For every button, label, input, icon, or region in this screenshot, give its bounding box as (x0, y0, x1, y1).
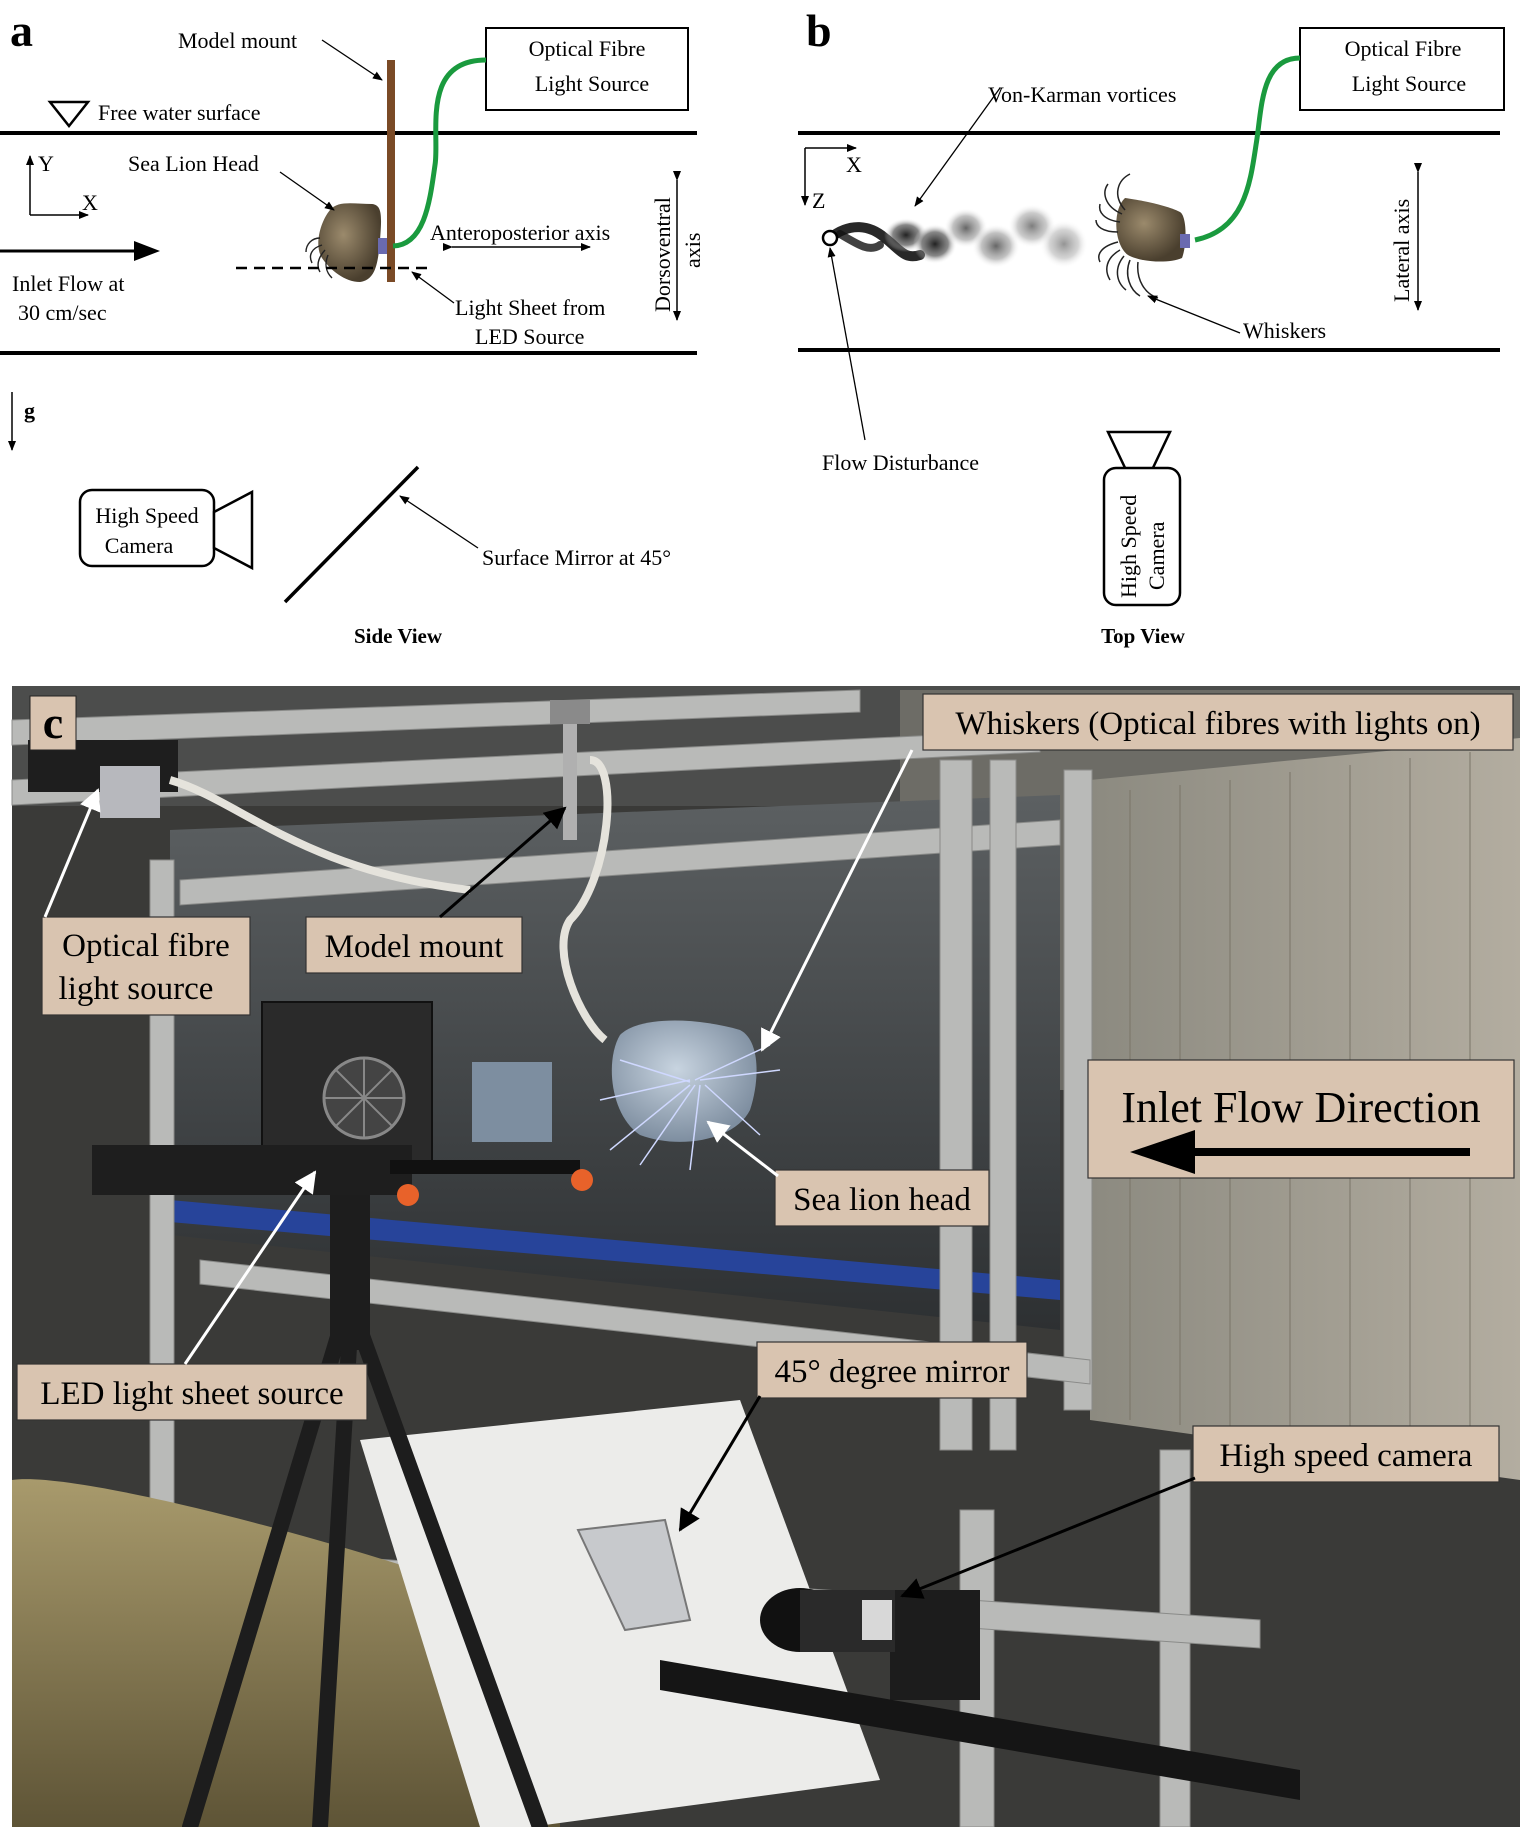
led-photo-label-box (16, 1363, 368, 1421)
x-axis-label: X (82, 190, 98, 215)
model-mount-arrow (321, 39, 383, 81)
inlet-flow-direction-arrowhead (1130, 1130, 1195, 1174)
sea-lion-head-sketch (318, 203, 382, 282)
photo-fibre-cable (168, 776, 471, 894)
vortices-arrow (914, 87, 1001, 207)
mirror-photo-label: 45° degree mirror (775, 1354, 1010, 1390)
y-axis-label: Y (38, 151, 54, 176)
lateral-axis-label: Lateral axis (1389, 199, 1414, 302)
panel-c-photo: c Whiskers (Optical fibres with lights o… (11, 686, 1520, 1827)
head-top-fibre-port (1180, 234, 1190, 248)
camera-photo-arrow (900, 1476, 1196, 1599)
light-source-top-label-2: Light Source (1352, 71, 1466, 96)
surface-mirror-label: Surface Mirror at 45° (482, 545, 671, 570)
led-photo-label: LED light sheet source (40, 1376, 343, 1412)
fibre-source-photo-label-2: light source (59, 971, 214, 1007)
free-surface-triangle-icon (47, 100, 91, 129)
camera-top-label-2: Camera (1144, 521, 1169, 590)
inlet-flow-label-1: Inlet Flow at (12, 271, 124, 296)
fibre-source-photo-label-box (41, 916, 251, 1016)
light-source-box (485, 27, 689, 111)
dorsoventral-label-2: axis (680, 233, 705, 268)
fibre-source-photo-arrow (43, 788, 101, 918)
model-mount-photo-label-box (305, 916, 523, 974)
gravity-label: g (24, 398, 35, 423)
high-speed-camera-photo (660, 1588, 1300, 1800)
panel-c-letter: c (43, 697, 63, 748)
panel-b-letter: b (806, 5, 832, 56)
sea-lion-head-photo-label-box (774, 1169, 990, 1227)
panel-a-letter: a (10, 5, 33, 56)
surface-mirror-photo (576, 1518, 692, 1632)
free-surface-label: Free water surface (98, 100, 260, 125)
surface-mirror-line (283, 465, 420, 604)
camera-side-label-2: Camera (105, 533, 174, 558)
light-source-box-top (1299, 27, 1505, 111)
sea-lion-head-photo-arrow (706, 1120, 779, 1178)
flume-pipe (12, 1479, 560, 1827)
light-source-label-1: Optical Fibre (529, 36, 646, 61)
model-mount-photo (563, 720, 577, 840)
whiskers-photo-arrow (760, 749, 914, 1052)
optical-fibre-cable-top (1194, 55, 1301, 243)
glowing-whiskers (599, 1044, 781, 1171)
inlet-flow-label-2: 30 cm/sec (18, 300, 107, 325)
top-z-axis-label: Z (812, 188, 825, 213)
camera-sketch-top (1102, 430, 1182, 607)
inlet-flow-direction-label: Inlet Flow Direction (1121, 1083, 1480, 1132)
camera-side-label-1: High Speed (95, 503, 198, 528)
flow-disturbance-cylinder (821, 229, 839, 247)
model-mount-label: Model mount (178, 28, 297, 53)
whiskers-top-arrow (1147, 295, 1241, 334)
camera-sketch-side (78, 488, 254, 571)
light-sheet-label-2: LED Source (475, 324, 584, 349)
led-photo-arrow (183, 1170, 317, 1365)
dorsoventral-label-1: Dorsoventral (650, 197, 675, 312)
panel-c-letter-box (29, 695, 77, 751)
mirror-photo-arrow (678, 1395, 762, 1532)
light-sheet-arrow (411, 271, 455, 304)
head-fibre-port (378, 238, 387, 254)
von-karman-vortex-street (825, 204, 1088, 268)
surface-mirror-arrow (399, 495, 479, 549)
tank-blue-rail (170, 1200, 1060, 1300)
fibre-source-photo-label-1: Optical fibre (62, 928, 230, 964)
optical-fibre-cable (392, 57, 487, 249)
top-view-caption: Top View (1101, 624, 1186, 648)
light-source-label-2: Light Source (535, 71, 649, 96)
whiskers-photo-label-box (922, 693, 1514, 751)
camera-photo-label-box (1192, 1425, 1500, 1483)
model-mount-photo-label: Model mount (325, 929, 504, 965)
light-source-top-label-1: Optical Fibre (1345, 36, 1462, 61)
model-mount-photo-arrow (439, 806, 567, 919)
flow-disturbance-label: Flow Disturbance (822, 450, 979, 475)
model-mount-rod (387, 60, 395, 282)
sea-lion-head-photo-label: Sea lion head (793, 1182, 971, 1218)
side-view-caption: Side View (354, 624, 443, 648)
camera-photo-label: High speed camera (1220, 1438, 1473, 1474)
mirror-photo-label-box (756, 1341, 1028, 1399)
light-sheet-label-1: Light Sheet from (455, 295, 605, 320)
flow-disturbance-arrow (827, 247, 866, 441)
panel-a-side-view: a Free water surface Model mount Optical… (0, 5, 705, 648)
vortices-label: Von-Karman vortices (988, 82, 1176, 107)
sea-lion-head-top-sketch (1116, 198, 1186, 262)
panel-b-top-view: b Optical Fibre Light Source X Z Von-Kar… (798, 5, 1505, 648)
anteroposterior-label: Anteroposterior axis (430, 220, 610, 245)
top-x-axis-label: X (846, 152, 862, 177)
inlet-flow-arrowhead (134, 241, 160, 261)
sea-lion-head-label: Sea Lion Head (128, 151, 259, 176)
camera-top-label-1: High Speed (1116, 495, 1141, 598)
sea-lion-head-arrow (279, 171, 335, 211)
whiskers-top-label: Whiskers (1243, 318, 1326, 343)
whiskers-photo-label: Whiskers (Optical fibres with lights on) (955, 706, 1480, 742)
led-light-source-photo (92, 1001, 593, 1206)
